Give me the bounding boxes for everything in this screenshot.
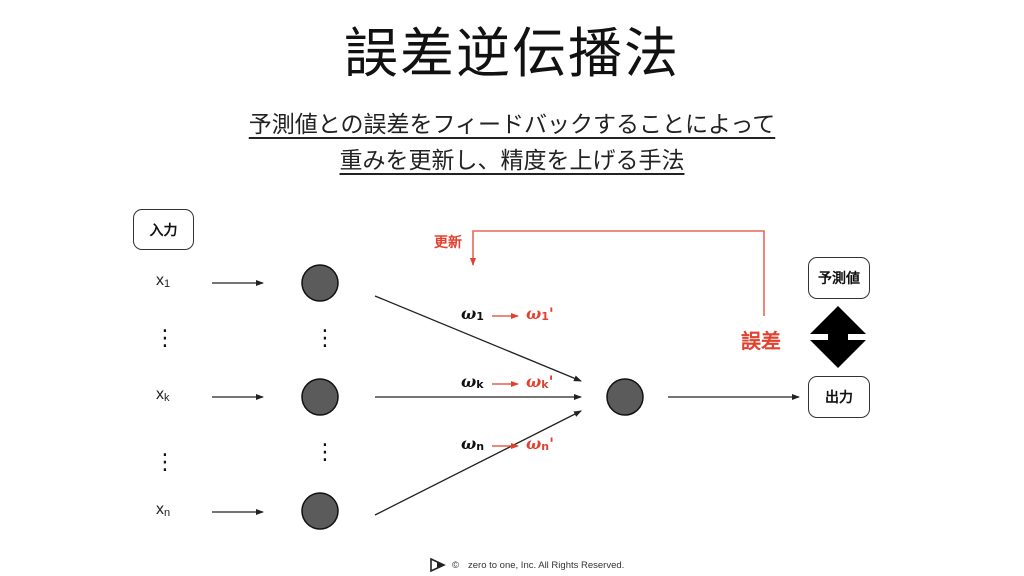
weight-wn-updated-base: ω (526, 434, 542, 453)
output-box: 出力 (808, 376, 870, 418)
weight-wn: ωn (461, 434, 484, 453)
weight-wn-updated: ωn' (526, 434, 554, 453)
input-xn: xn (156, 501, 170, 519)
input-xk-base: x (156, 386, 164, 403)
weight-w1-updated-base: ω (526, 304, 542, 323)
weight-wk-base: ω (461, 372, 477, 391)
weight-wk-prime: ' (548, 372, 554, 391)
weight-w1-base: ω (461, 304, 477, 323)
output-node (606, 378, 644, 416)
hidden-ellipsis-2: ⋮ (314, 440, 336, 465)
weight-w1-updated: ω1' (526, 304, 554, 323)
hidden-node-k (301, 378, 339, 416)
weight-w1-prime: ' (548, 304, 554, 323)
weight-wn-sub: n (476, 440, 485, 453)
prediction-label: 予測値 (818, 271, 860, 287)
weight-wn-prime: ' (549, 434, 554, 453)
zero-to-one-logo-icon (430, 558, 446, 572)
input-x1-base: x (156, 272, 164, 289)
copyright-symbol: © (452, 559, 459, 571)
input-xn-sub: n (164, 507, 171, 519)
hidden-node-1 (301, 264, 339, 302)
weight-wk-updated: ωk' (526, 372, 553, 391)
feedback-line (470, 230, 765, 316)
copyright-text: zero to one, Inc. All Rights Reserved. (468, 559, 625, 571)
input-xk-sub: k (164, 392, 170, 404)
weight-wk-updated-base: ω (526, 372, 542, 391)
weight-w1-updated-sub: 1 (541, 310, 549, 323)
subtitle-text-2: 重みを更新し、精度を上げる手法 (339, 148, 685, 174)
footer: © zero to one, Inc. All Rights Reserved. (430, 558, 624, 572)
output-label: 出力 (825, 390, 853, 406)
weight-wk: ωk (461, 372, 484, 391)
error-label: 誤差 (741, 329, 781, 353)
prediction-box: 予測値 (808, 257, 870, 299)
weight-arrow-1 (374, 295, 582, 382)
hidden-ellipsis-1: ⋮ (314, 326, 336, 351)
weight-w1-sub: 1 (476, 310, 484, 323)
weight-wn-updated-sub: n (541, 440, 550, 453)
input-x1-sub: 1 (164, 278, 171, 290)
input-ellipsis-2: ⋮ (154, 450, 176, 475)
weight-wn-base: ω (461, 434, 477, 453)
subtitle-text-1: 予測値との誤差をフィードバックすることによって (248, 112, 776, 138)
input-label: 入力 (149, 222, 178, 239)
input-xk: xk (156, 386, 170, 404)
weight-wk-sub: k (476, 378, 484, 391)
input-x1: x1 (156, 272, 170, 290)
update-label: 更新 (434, 235, 462, 251)
weight-w1: ω1 (461, 304, 484, 323)
subtitle-line-1: 予測値との誤差をフィードバックすることによって (0, 110, 1024, 140)
input-xn-base: x (156, 501, 164, 518)
hidden-node-n (301, 492, 339, 530)
page-title: 誤差逆伝播法 (344, 22, 680, 85)
double-arrow-icon (810, 306, 866, 368)
subtitle-line-2: 重みを更新し、精度を上げる手法 (0, 146, 1024, 176)
weight-arrow-n (374, 410, 582, 516)
input-label-box: 入力 (133, 209, 194, 250)
input-ellipsis-1: ⋮ (154, 326, 176, 351)
weight-wk-updated-sub: k (541, 378, 549, 391)
